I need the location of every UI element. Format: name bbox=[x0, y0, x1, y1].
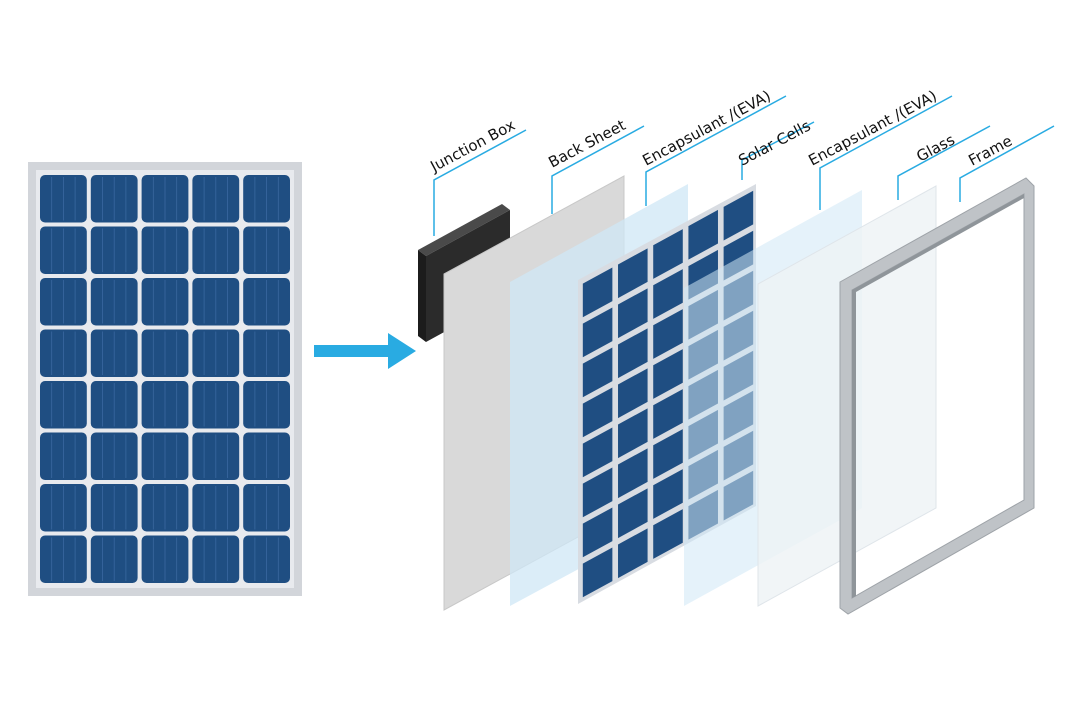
panel-cell-grid bbox=[40, 175, 290, 583]
layer-frame bbox=[839, 177, 1035, 615]
label-junction-box: Junction Box bbox=[427, 116, 519, 176]
leader-frame bbox=[959, 125, 1055, 202]
solar-cell bbox=[618, 368, 648, 419]
solar-cell bbox=[582, 267, 613, 318]
solar-cell bbox=[582, 547, 613, 598]
solar-cell bbox=[653, 509, 683, 559]
solar-cell bbox=[653, 469, 683, 519]
solar-cell bbox=[582, 307, 613, 358]
solar-cell bbox=[723, 190, 754, 241]
solar-cell bbox=[582, 387, 613, 438]
right-arrow-icon bbox=[314, 333, 416, 369]
solar-cell bbox=[582, 347, 613, 398]
solar-cell bbox=[618, 448, 648, 499]
solar-cell bbox=[618, 408, 648, 459]
junction-box-side bbox=[418, 250, 426, 342]
junction-box-top bbox=[418, 204, 510, 256]
solar-cell bbox=[582, 467, 613, 518]
solar-cell bbox=[653, 309, 683, 359]
solar-cell bbox=[618, 328, 648, 379]
leader-glass bbox=[897, 125, 991, 200]
solar-cell bbox=[653, 389, 683, 439]
solar-cell bbox=[618, 248, 648, 299]
assembled-panel bbox=[28, 162, 302, 596]
solar-cell bbox=[582, 507, 613, 558]
solar-cell bbox=[653, 349, 683, 399]
label-glass: Glass bbox=[913, 130, 957, 165]
solar-cell bbox=[688, 209, 718, 260]
arrow-head bbox=[388, 333, 416, 369]
leader-encapsulant-2 bbox=[819, 95, 953, 210]
solar-cell bbox=[618, 528, 648, 579]
leader-lines bbox=[433, 95, 1055, 236]
solar-cell bbox=[618, 288, 648, 339]
leader-encapsulant-1 bbox=[645, 95, 787, 206]
label-frame: Frame bbox=[965, 132, 1015, 170]
leader-junction-box bbox=[433, 129, 527, 236]
leader-solar-cells bbox=[741, 121, 815, 180]
solar-cell bbox=[618, 488, 648, 539]
solar-cell bbox=[653, 429, 683, 479]
solar-cell bbox=[582, 427, 613, 478]
solar-cell bbox=[653, 229, 683, 279]
arrow-shaft bbox=[314, 345, 390, 357]
label-back-sheet: Back Sheet bbox=[545, 116, 628, 172]
solar-cell bbox=[653, 269, 683, 319]
leader-back-sheet bbox=[551, 125, 645, 214]
label-solar-cells: Solar Cells bbox=[735, 117, 813, 170]
